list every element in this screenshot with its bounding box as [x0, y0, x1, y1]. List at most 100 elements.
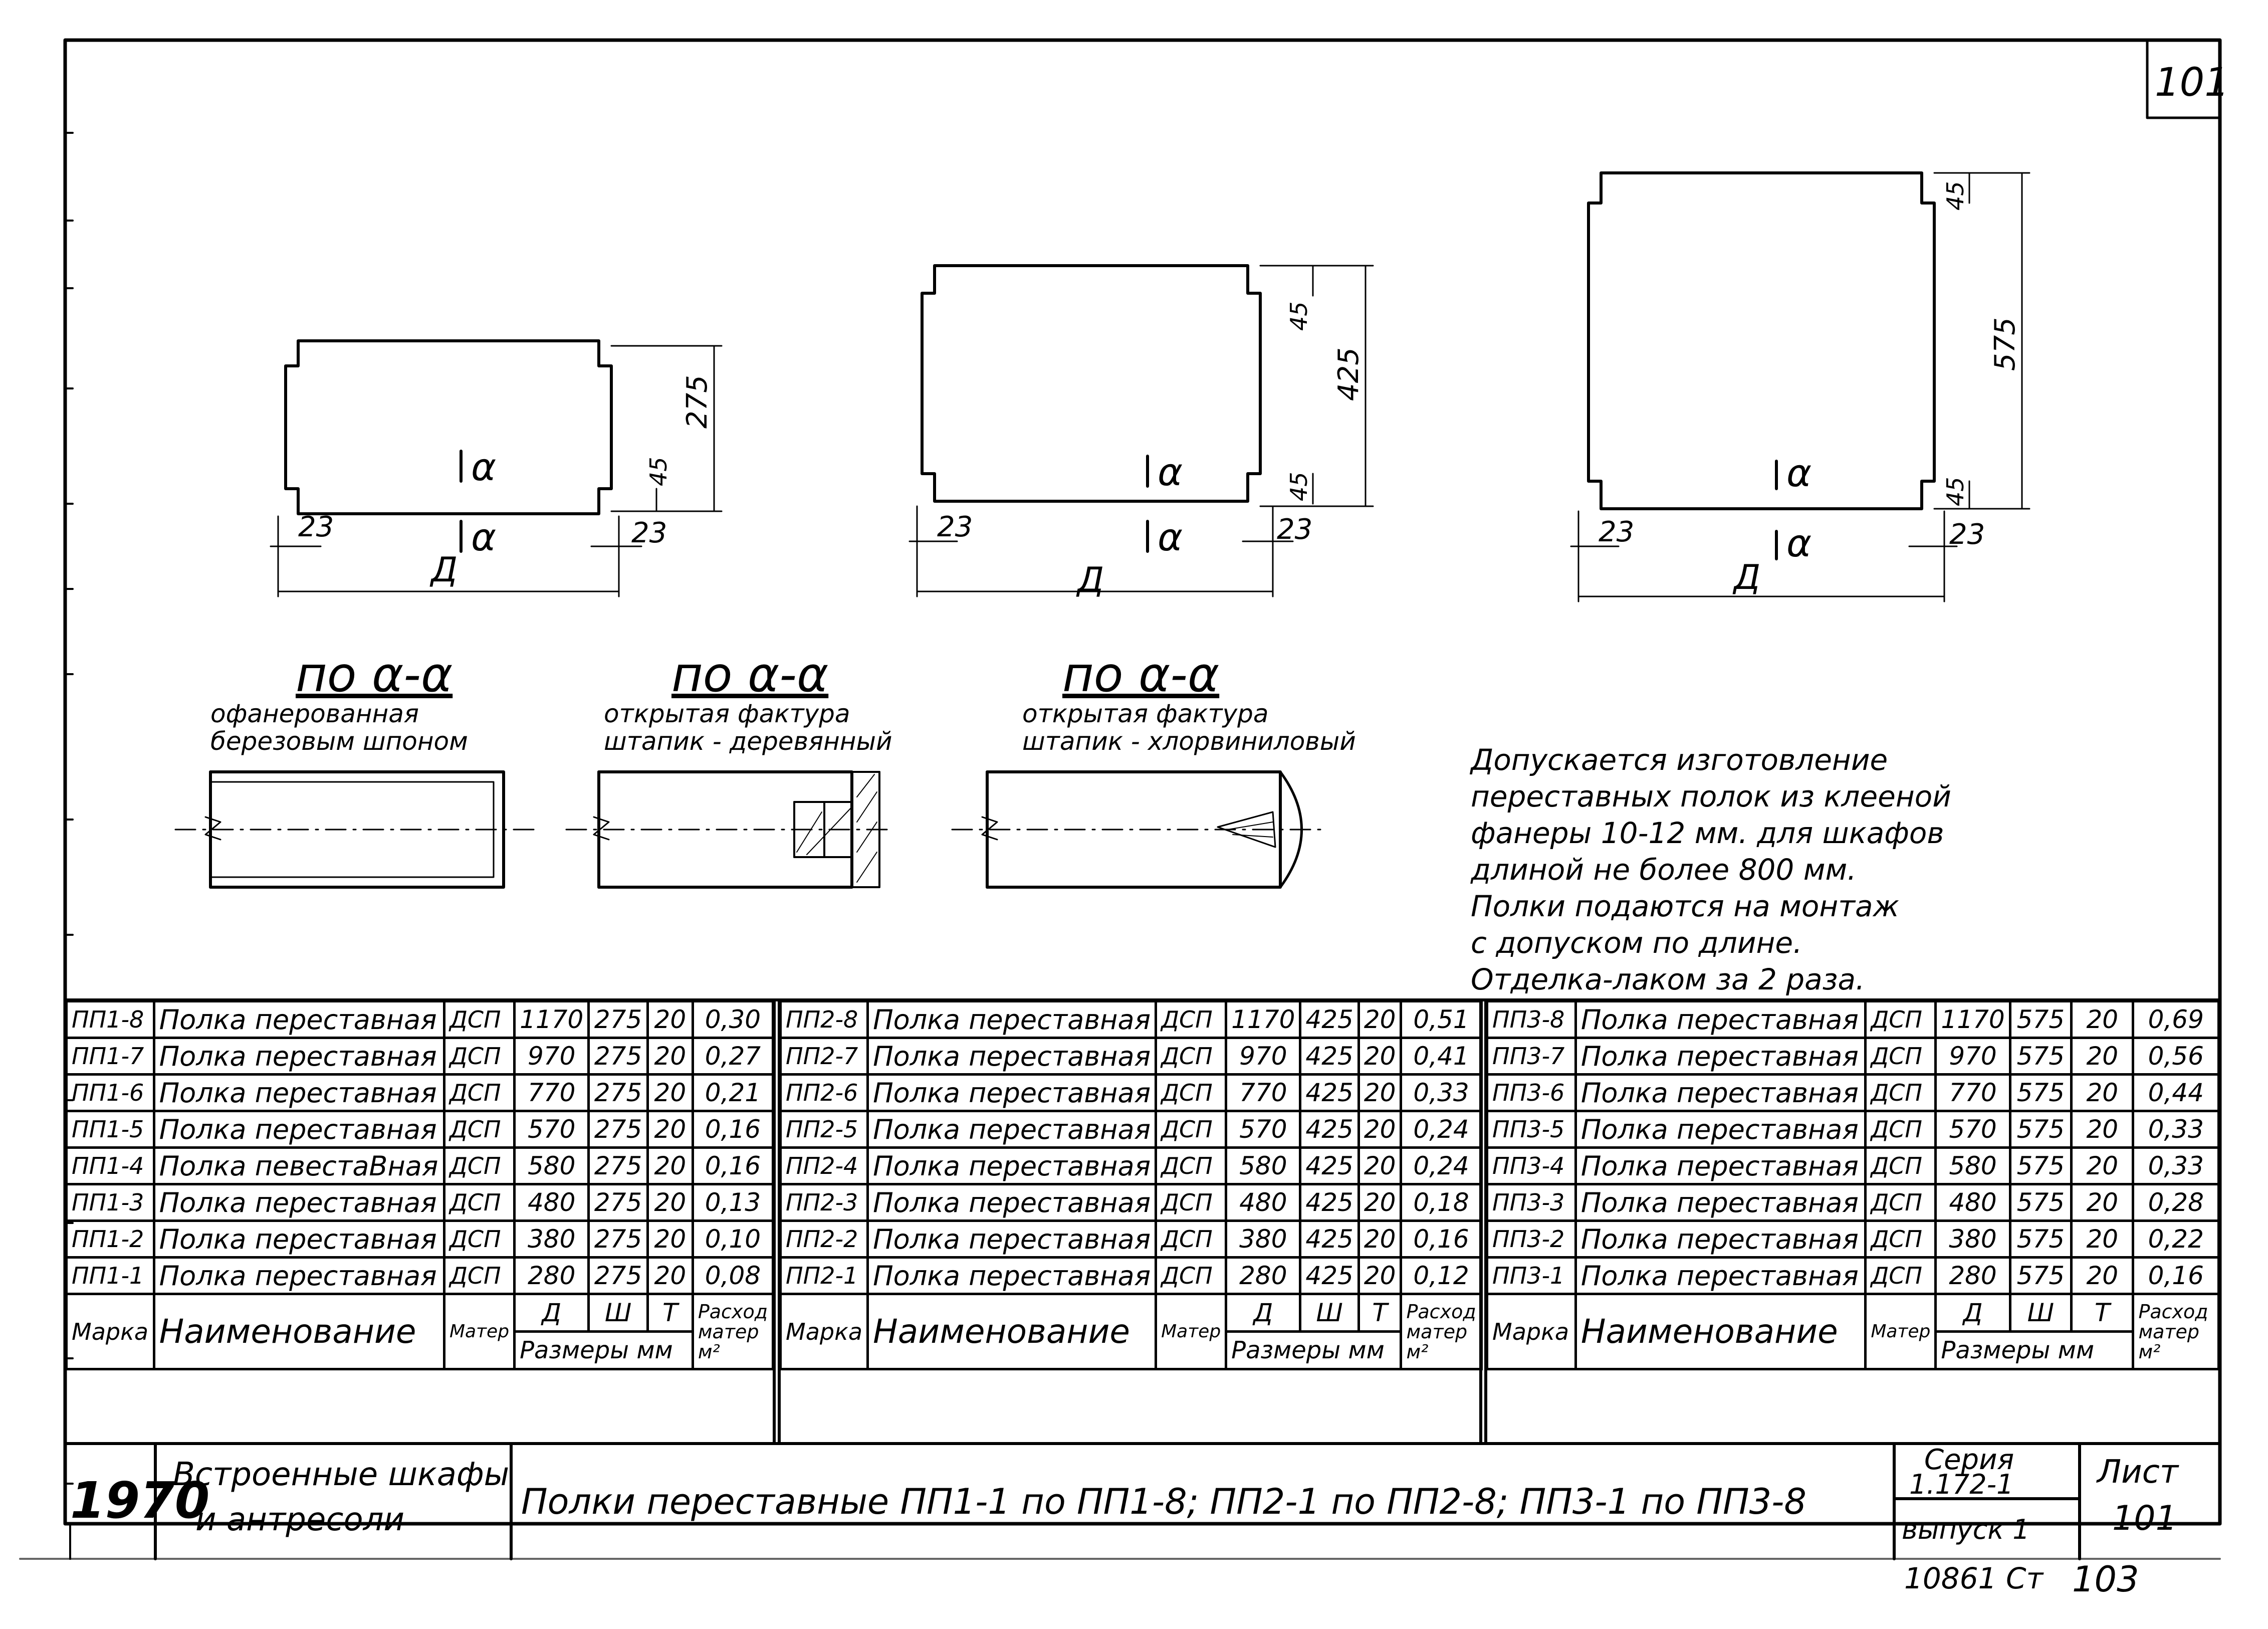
row-w: 425: [1299, 1256, 1360, 1295]
header-consumption: Расход матер м²: [1400, 1293, 1483, 1370]
row-material: ДСП: [1864, 1073, 1937, 1112]
plan-2-section-mark-bottom: α: [1158, 515, 1183, 559]
plan-1-dim-notch: 45: [645, 457, 672, 486]
row-w: 275: [587, 1219, 649, 1259]
row-d: 580: [1225, 1146, 1302, 1185]
header-sizes: Размеры мм: [513, 1330, 694, 1370]
header-consumption-l2: матер: [698, 1320, 759, 1343]
sheet-frame: [63, 38, 2222, 1526]
row-d: 770: [1934, 1073, 2011, 1112]
row-consumption: 0,28: [2132, 1183, 2220, 1222]
row-w: 275: [587, 1073, 649, 1112]
notes-block: Допускается изготовление переставных пол…: [1471, 742, 1951, 998]
row-material: ДСП: [1864, 1110, 1937, 1149]
row-material: ДСП: [442, 1037, 516, 1076]
header-mark: Марка: [1486, 1293, 1577, 1370]
row-material: ДСП: [1155, 1219, 1228, 1259]
row-consumption: 0,41: [1400, 1037, 1483, 1076]
row-w: 425: [1299, 1183, 1360, 1222]
row-material: ДСП: [1155, 1146, 1228, 1185]
row-d: 480: [1934, 1183, 2011, 1222]
row-mark: ПП1-7: [65, 1037, 155, 1076]
row-name: Полка переставная: [866, 1000, 1158, 1039]
header-material: Матер: [1864, 1293, 1937, 1370]
row-d: 970: [1225, 1037, 1302, 1076]
plan-3-dim-length: Д: [1732, 558, 1760, 597]
row-mark: ПП2-8: [779, 1000, 869, 1039]
row-name: Полка переставная: [152, 1219, 445, 1259]
row-t: 20: [2070, 1219, 2135, 1259]
sheet-label: Лист: [2097, 1454, 2179, 1491]
row-consumption: 0,51: [1400, 1000, 1483, 1039]
row-d: 380: [1225, 1219, 1302, 1259]
row-name: Полка переставная: [866, 1146, 1158, 1185]
header-t: Т: [646, 1293, 694, 1333]
plan-1-dim-length: Д: [429, 550, 458, 590]
row-mark: ПП2-4: [779, 1146, 869, 1185]
row-name: Полка переставная: [152, 1110, 445, 1149]
row-d: 970: [1934, 1037, 2011, 1076]
note-line: фанеры 10-12 мм. для шкафов: [1471, 816, 1944, 850]
row-mark: ПП1-3: [65, 1183, 155, 1222]
row-t: 20: [1357, 1183, 1403, 1222]
table-header-row: Марка Наименование Матер Д Ш Т Расход ма…: [65, 1293, 775, 1370]
row-mark: ПП3-5: [1486, 1110, 1577, 1149]
drawing-title: Полки переставные ПП1-1 по ПП1-8; ПП2-1 …: [521, 1481, 1806, 1522]
row-d: 480: [513, 1183, 590, 1222]
row-material: ДСП: [1864, 1183, 1937, 1222]
section-2-title: по α-α: [671, 647, 829, 703]
row-name: Полка переставная: [1574, 1073, 1867, 1112]
row-t: 20: [646, 1146, 694, 1185]
row-name: Полка переставная: [152, 1000, 445, 1039]
row-mark: ПП2-2: [779, 1219, 869, 1259]
row-t: 20: [2070, 1037, 2135, 1076]
plan-1-section-mark-top: α: [471, 445, 496, 489]
plan-2: [921, 264, 1262, 553]
row-material: ДСП: [442, 1183, 516, 1222]
row-mark: ПП3-1: [1486, 1256, 1577, 1295]
note-line: Допускается изготовление: [1471, 743, 1888, 777]
row-name: Полка переставная: [152, 1037, 445, 1076]
plan-2-dim-total: 425: [1332, 347, 1365, 401]
row-mark: ПП3-7: [1486, 1037, 1577, 1076]
row-w: 275: [587, 1256, 649, 1295]
row-d: 570: [1225, 1110, 1302, 1149]
row-d: 480: [1225, 1183, 1302, 1222]
plan-2-dimensions: [909, 265, 1374, 597]
note-line: Отделка-лаком за 2 раза.: [1471, 962, 1865, 996]
header-name: Наименование: [1574, 1293, 1867, 1370]
table-header-row: Марка Наименование Матер Д Ш Т Расход ма…: [779, 1293, 1483, 1370]
row-consumption: 0,16: [2132, 1256, 2220, 1295]
row-name: Полка переставная: [152, 1183, 445, 1222]
row-t: 20: [646, 1037, 694, 1076]
section-3-title: по α-α: [1062, 647, 1220, 703]
header-t: Т: [1357, 1293, 1403, 1333]
row-material: ДСП: [1155, 1110, 1228, 1149]
row-mark: ПП3-6: [1486, 1073, 1577, 1112]
row-material: ДСП: [1864, 1037, 1937, 1076]
row-w: 275: [587, 1146, 649, 1185]
row-consumption: 0,18: [1400, 1183, 1483, 1222]
header-sizes: Размеры мм: [1225, 1330, 1403, 1370]
row-consumption: 0,16: [691, 1110, 775, 1149]
header-consumption: Расход матер м²: [2132, 1293, 2220, 1370]
row-name: Полка переставная: [152, 1256, 445, 1295]
title-category-line2: и антресоли: [195, 1501, 405, 1538]
row-w: 575: [2008, 1219, 2073, 1259]
row-t: 20: [1357, 1037, 1403, 1076]
table-header-row: Размеры мм: [781, 1330, 1482, 1370]
plan-3-dim-total: 575: [1989, 317, 2021, 371]
section-2-caption-line1: открытая фактура: [604, 699, 850, 728]
header-t: Т: [2070, 1293, 2135, 1333]
section-3-caption-line2: штапик - хлорвиниловый: [1022, 727, 1356, 756]
